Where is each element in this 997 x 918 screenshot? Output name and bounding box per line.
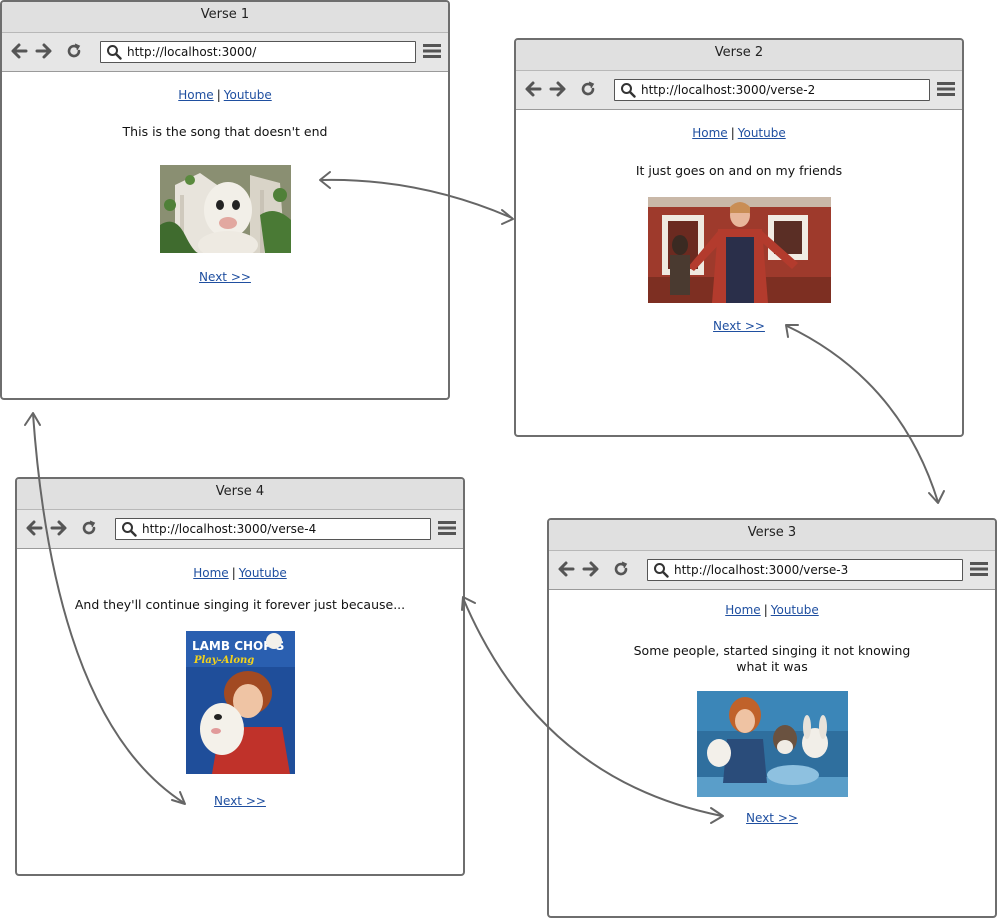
page-content: Home|Youtube It just goes on and on my f… — [516, 110, 962, 435]
verse-line-2: what it was — [736, 659, 808, 674]
youtube-link[interactable]: Youtube — [737, 126, 786, 140]
arrowhead-verse3 — [928, 490, 945, 504]
nav-separator: | — [216, 88, 221, 102]
nav-links: Home|Youtube — [2, 88, 448, 102]
next-link-row: Next >> — [549, 811, 995, 825]
hamburger-menu-icon[interactable] — [937, 81, 955, 97]
browser-window-verse-1: Verse 1 http://localhost:3000/ — [0, 0, 450, 400]
page-content: Home|Youtube Some people, started singin… — [549, 590, 995, 916]
next-link-row: Next >> — [2, 270, 448, 284]
youtube-link[interactable]: Youtube — [223, 88, 272, 102]
search-icon — [621, 83, 636, 98]
puppets-group-photo — [697, 691, 848, 797]
youtube-link[interactable]: Youtube — [238, 566, 287, 580]
next-link[interactable]: Next >> — [713, 319, 765, 333]
page-content: Home|Youtube And they'll continue singin… — [17, 549, 463, 874]
arrowhead-verse1-bottom — [24, 412, 41, 426]
window-title: Verse 1 — [2, 2, 448, 33]
forward-arrow-icon[interactable] — [549, 80, 567, 98]
nav-links: Home|Youtube — [549, 603, 995, 617]
next-link[interactable]: Next >> — [214, 794, 266, 808]
back-arrow-icon[interactable] — [25, 519, 43, 537]
nav-links: Home|Youtube — [516, 126, 962, 140]
page-content: Home|Youtube This is the song that doesn… — [2, 72, 448, 398]
back-arrow-icon[interactable] — [524, 80, 542, 98]
back-arrow-icon[interactable] — [10, 42, 28, 60]
reload-icon[interactable] — [65, 42, 83, 60]
forward-arrow-icon[interactable] — [582, 560, 600, 578]
url-text: http://localhost:3000/verse-3 — [674, 563, 849, 577]
reload-icon[interactable] — [80, 519, 98, 537]
next-link[interactable]: Next >> — [746, 811, 798, 825]
youtube-link[interactable]: Youtube — [770, 603, 819, 617]
nav-links: Home|Youtube — [17, 566, 463, 580]
address-bar[interactable]: http://localhost:3000/verse-3 — [647, 559, 963, 581]
nav-separator: | — [763, 603, 768, 617]
url-text: http://localhost:3000/ — [127, 45, 257, 59]
hamburger-menu-icon[interactable] — [438, 520, 456, 536]
browser-window-verse-4: Verse 4 http://localhost:3000/verse-4 — [15, 477, 465, 876]
verse-text: Some people, started singing it not know… — [549, 643, 995, 675]
hamburger-menu-icon[interactable] — [970, 561, 988, 577]
back-arrow-icon[interactable] — [557, 560, 575, 578]
lamb-chop-poster: LAMB CHOP'S Play-Along — [186, 631, 295, 774]
home-link[interactable]: Home — [692, 126, 728, 140]
verse-text: It just goes on and on my friends — [635, 163, 843, 178]
forward-arrow-icon[interactable] — [35, 42, 53, 60]
reload-icon[interactable] — [579, 80, 597, 98]
arrowhead-verse2 — [501, 209, 514, 225]
address-bar[interactable]: http://localhost:3000/verse-2 — [614, 79, 930, 101]
browser-window-verse-3: Verse 3 http://localhost:3000/verse-3 — [547, 518, 997, 918]
search-icon — [122, 522, 137, 537]
next-link[interactable]: Next >> — [199, 270, 251, 284]
next-link-row: Next >> — [516, 319, 962, 333]
address-bar[interactable]: http://localhost:3000/verse-4 — [115, 518, 431, 540]
poster-title-line-2: Play-Along — [193, 655, 254, 666]
browser-toolbar: http://localhost:3000/ — [2, 33, 448, 72]
nav-separator: | — [231, 566, 236, 580]
verse-text: And they'll continue singing it forever … — [74, 597, 406, 612]
window-title: Verse 4 — [17, 479, 463, 510]
forward-arrow-icon[interactable] — [50, 519, 68, 537]
home-link[interactable]: Home — [725, 603, 761, 617]
home-link[interactable]: Home — [178, 88, 214, 102]
address-bar[interactable]: http://localhost:3000/ — [100, 41, 416, 63]
dancing-woman-gif — [648, 197, 831, 303]
window-title: Verse 2 — [516, 40, 962, 71]
window-title: Verse 3 — [549, 520, 995, 551]
home-link[interactable]: Home — [193, 566, 229, 580]
nav-separator: | — [730, 126, 735, 140]
browser-toolbar: http://localhost:3000/verse-2 — [516, 71, 962, 110]
poster-title-line-1: LAMB CHOP'S — [192, 639, 284, 653]
verse-line-1: Some people, started singing it not know… — [633, 643, 911, 658]
browser-window-verse-2: Verse 2 http://localhost:3000/verse-2 — [514, 38, 964, 437]
url-text: http://localhost:3000/verse-4 — [142, 522, 317, 536]
reload-icon[interactable] — [612, 560, 630, 578]
verse-text: This is the song that doesn't end — [122, 124, 328, 139]
hamburger-menu-icon[interactable] — [423, 43, 441, 59]
lamb-puppet-gif — [160, 165, 291, 253]
search-icon — [107, 45, 122, 60]
browser-toolbar: http://localhost:3000/verse-4 — [17, 510, 463, 549]
url-text: http://localhost:3000/verse-2 — [641, 83, 816, 97]
search-icon — [654, 563, 669, 578]
next-link-row: Next >> — [17, 794, 463, 808]
browser-toolbar: http://localhost:3000/verse-3 — [549, 551, 995, 590]
